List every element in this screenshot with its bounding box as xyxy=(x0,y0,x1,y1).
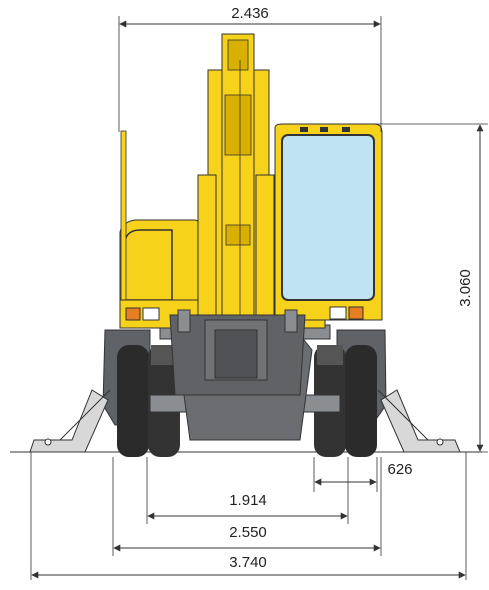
label-outrigger-span: 3.740 xyxy=(229,554,267,571)
boom xyxy=(197,33,275,335)
cab xyxy=(274,123,383,321)
dim-inner-track: 1.914 xyxy=(146,457,349,524)
label-height: 3.060 xyxy=(457,269,474,307)
dim-height: 3.060 xyxy=(370,123,488,453)
dim-outrigger-span: 3.740 xyxy=(30,452,467,580)
dim-track-offset: 626 xyxy=(313,457,413,492)
label-inner-track: 1.914 xyxy=(229,492,267,509)
bucket xyxy=(169,309,306,396)
dim-top-width: 2.436 xyxy=(118,5,382,132)
dim-overall-width: 2.550 xyxy=(112,457,382,556)
label-top-width: 2.436 xyxy=(231,5,269,22)
label-track-offset: 626 xyxy=(387,461,412,478)
label-overall-width: 2.550 xyxy=(229,524,267,541)
